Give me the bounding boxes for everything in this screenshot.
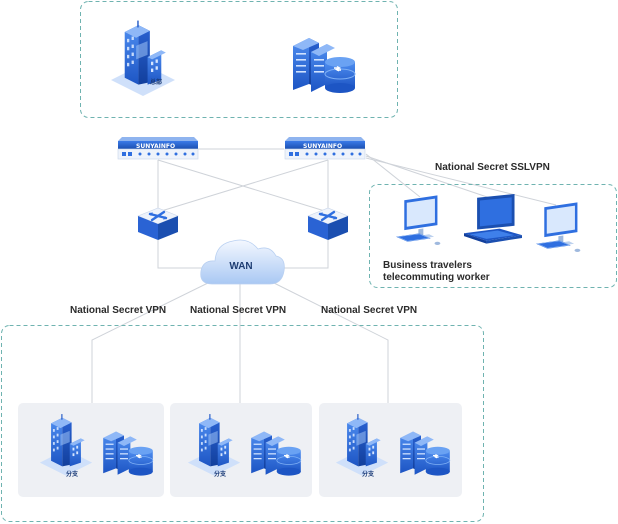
remote-users-frame — [369, 184, 617, 288]
vpn-label-right: National Secret VPN — [321, 305, 417, 316]
headquarters-building-tag: 总部 — [150, 78, 162, 86]
branch-office-3: 分支 — [319, 403, 462, 497]
remote-users-caption-line1: Business travelers — [383, 260, 472, 271]
branch-office-1: 分支 — [18, 403, 164, 497]
laptop-icon — [464, 194, 522, 244]
right-gateway-brand-label: SUNYAINFO — [303, 143, 342, 150]
headquarters-server-database-icon — [292, 37, 356, 94]
left-gateway-brand-label: SUNYAINFO — [136, 143, 175, 150]
desktop-computer-icon — [396, 194, 441, 246]
sslvpn-label: National Secret SSLVPN — [435, 162, 550, 173]
left-switch-icon — [136, 206, 180, 242]
branches-frame — [1, 325, 484, 522]
wan-label: WAN — [229, 261, 252, 272]
branch-building-tag: 分支 — [214, 470, 227, 478]
branch-building-tag: 分支 — [66, 470, 79, 478]
right-switch-icon — [306, 206, 350, 242]
branch-building-tag: 分支 — [362, 470, 375, 478]
headquarters-building-icon: 总部 — [111, 20, 175, 96]
remote-users-caption-line2: telecommuting worker — [383, 272, 490, 283]
left-gateway[interactable]: SUNYAINFO — [117, 137, 199, 160]
branch-office-2: 分支 — [170, 403, 312, 497]
vpn-label-left: National Secret VPN — [70, 305, 166, 316]
vpn-label-center: National Secret VPN — [190, 305, 286, 316]
wan-cloud: WAN — [200, 239, 285, 285]
connection-lines — [91, 148, 557, 403]
headquarters-frame — [80, 1, 398, 118]
right-gateway[interactable]: SUNYAINFO — [284, 137, 366, 160]
desktop-computer-icon — [536, 201, 581, 253]
